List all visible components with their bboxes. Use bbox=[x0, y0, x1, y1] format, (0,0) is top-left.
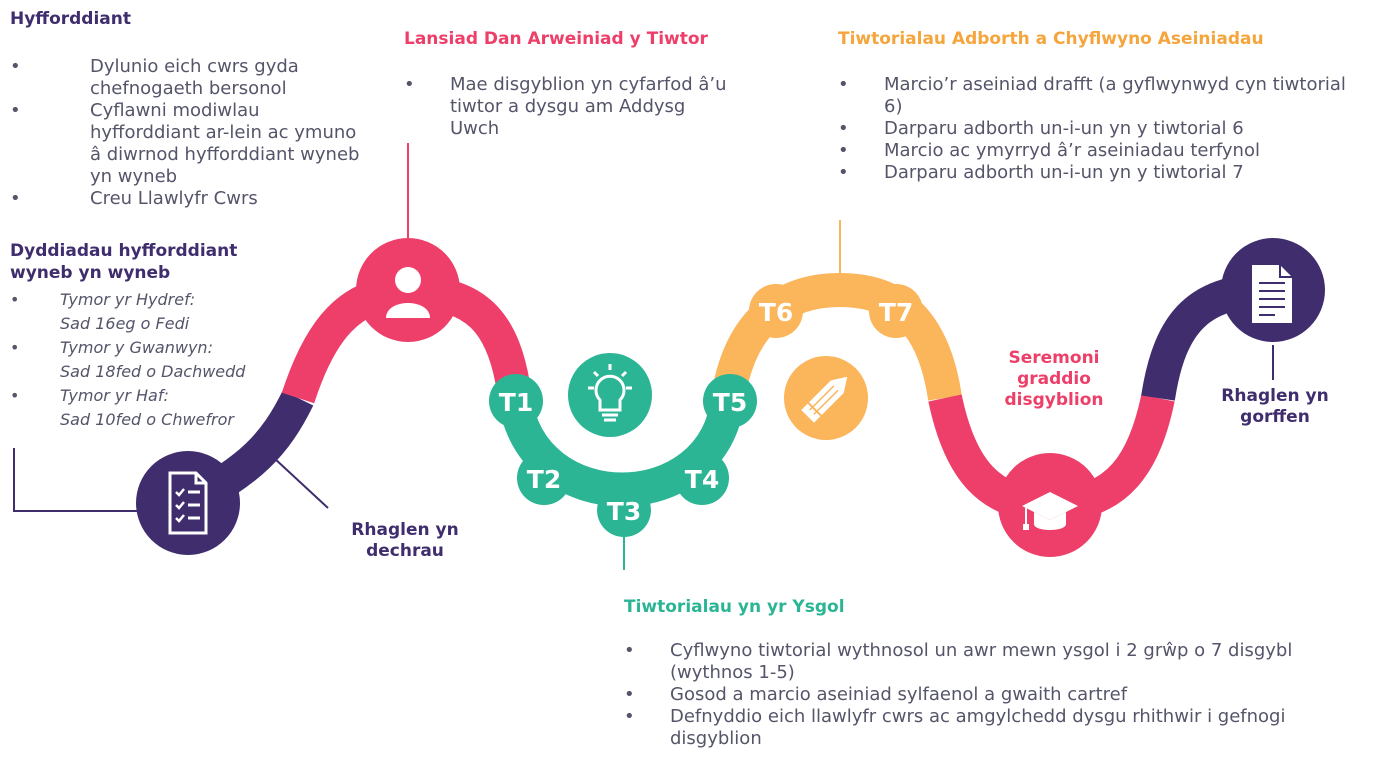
launch-list: Mae disgyblion yn cyfarfod â’u tiwtor a … bbox=[404, 74, 764, 140]
start-node bbox=[136, 451, 240, 555]
graduation-cap-icon bbox=[1022, 492, 1078, 530]
launch-section: Lansiad Dan Arweiniad y Tiwtor Mae disgy… bbox=[404, 28, 764, 140]
tutorial-t7-label: T7 bbox=[879, 298, 913, 327]
graduation-label: Seremoni graddio disgyblion bbox=[984, 348, 1124, 411]
feedback-list: Marcio’r aseiniad drafft (a gyflwynwyd c… bbox=[838, 74, 1358, 184]
end-label-line1: Rhaglen yn bbox=[1221, 386, 1329, 406]
end-label: Rhaglen yn gorffen bbox=[1200, 386, 1350, 428]
dates-list: Tymor yr Hydref:Sad 16eg o Fedi Tymor y … bbox=[10, 288, 280, 432]
launch-title: Lansiad Dan Arweiniad y Tiwtor bbox=[404, 29, 708, 49]
school-item: Cyflwyno tiwtorial wythnosol un awr mewn… bbox=[624, 640, 1300, 684]
feedback-section: Tiwtorialau Adborth a Chyflwyno Aseiniad… bbox=[838, 28, 1358, 184]
date-item: Tymor y Gwanwyn:Sad 18fed o Dachwedd bbox=[10, 336, 280, 384]
graduation-label-line1: Seremoni bbox=[1008, 348, 1100, 368]
date-item: Tymor yr Haf:Sad 10fed o Chwefror bbox=[10, 384, 280, 432]
start-connector bbox=[13, 448, 142, 512]
pencil-icon bbox=[801, 376, 848, 423]
person-icon bbox=[386, 267, 430, 318]
school-item: Gosod a marcio aseiniad sylfaenol a gwai… bbox=[624, 684, 1300, 706]
school-item: Defnyddio eich llawlyfr cwrs ac amgylche… bbox=[624, 706, 1300, 750]
tutorial-t2-label: T2 bbox=[527, 465, 561, 494]
tutorial-t4-node bbox=[675, 451, 729, 505]
tutorial-t4-label: T4 bbox=[685, 465, 719, 494]
document-icon bbox=[1252, 265, 1292, 323]
tutorial-t1-node bbox=[489, 374, 543, 428]
path-orange-feedback bbox=[711, 272, 962, 401]
start-label-line1: Rhaglen yn bbox=[351, 520, 459, 540]
tutorial-t7-node bbox=[869, 284, 923, 338]
tutorial-t3-node bbox=[597, 483, 651, 537]
tutorial-t5-node bbox=[703, 374, 757, 428]
school-section: Tiwtorialau yn yr Ysgol Cyflwyno tiwtori… bbox=[624, 596, 1344, 750]
launch-item: Mae disgyblion yn cyfarfod â’u tiwtor a … bbox=[404, 74, 740, 140]
date-item: Tymor yr Hydref:Sad 16eg o Fedi bbox=[10, 288, 280, 336]
training-title: Hyfforddiant bbox=[10, 9, 132, 29]
dates-section: Dyddiadau hyfforddiant wyneb yn wyneb Ty… bbox=[10, 240, 280, 432]
feedback-title: Tiwtorialau Adborth a Chyflwyno Aseiniad… bbox=[838, 29, 1264, 49]
end-label-line2: gorffen bbox=[1240, 407, 1310, 427]
start-label: Rhaglen yn dechrau bbox=[330, 520, 480, 562]
feedback-item: Marcio ac ymyrryd â’r aseiniadau terfyno… bbox=[838, 140, 1358, 162]
lightbulb-icon bbox=[588, 364, 632, 422]
start-label-line2: dechrau bbox=[366, 541, 444, 561]
training-item: Cyflawni modiwlau hyfforddiant ar-lein a… bbox=[10, 100, 370, 188]
training-section: Hyfforddiant Dylunio eich cwrs gyda chef… bbox=[10, 8, 370, 210]
tutorial-t5-label: T5 bbox=[713, 388, 747, 417]
feedback-item: Marcio’r aseiniad drafft (a gyflwynwyd c… bbox=[838, 74, 1358, 118]
tutorial-t2-node bbox=[517, 451, 571, 505]
training-item: Dylunio eich cwrs gyda chefnogaeth berso… bbox=[10, 56, 370, 100]
lightbulb-node bbox=[568, 353, 652, 437]
start-label-connector bbox=[273, 457, 329, 509]
feedback-item: Darparu adborth un-i-un yn y tiwtorial 7 bbox=[838, 162, 1358, 184]
graduation-label-line2: graddio bbox=[1017, 369, 1091, 389]
tutorial-t6-node bbox=[749, 284, 803, 338]
school-title: Tiwtorialau yn yr Ysgol bbox=[624, 597, 845, 617]
tutorial-t3-label: T3 bbox=[607, 497, 641, 526]
training-list: Dylunio eich cwrs gyda chefnogaeth berso… bbox=[10, 56, 370, 210]
checklist-icon bbox=[168, 471, 208, 535]
feedback-item: Darparu adborth un-i-un yn y tiwtorial 6 bbox=[838, 118, 1358, 140]
training-item: Creu Llawlyfr Cwrs bbox=[10, 188, 370, 210]
tutorial-t6-label: T6 bbox=[759, 298, 793, 327]
tutorial-t1-label: T1 bbox=[499, 388, 533, 417]
graduation-label-line3: disgyblion bbox=[1004, 390, 1104, 410]
dates-title: Dyddiadau hyfforddiant wyneb yn wyneb bbox=[10, 241, 238, 283]
school-list: Cyflwyno tiwtorial wythnosol un awr mewn… bbox=[624, 640, 1344, 750]
